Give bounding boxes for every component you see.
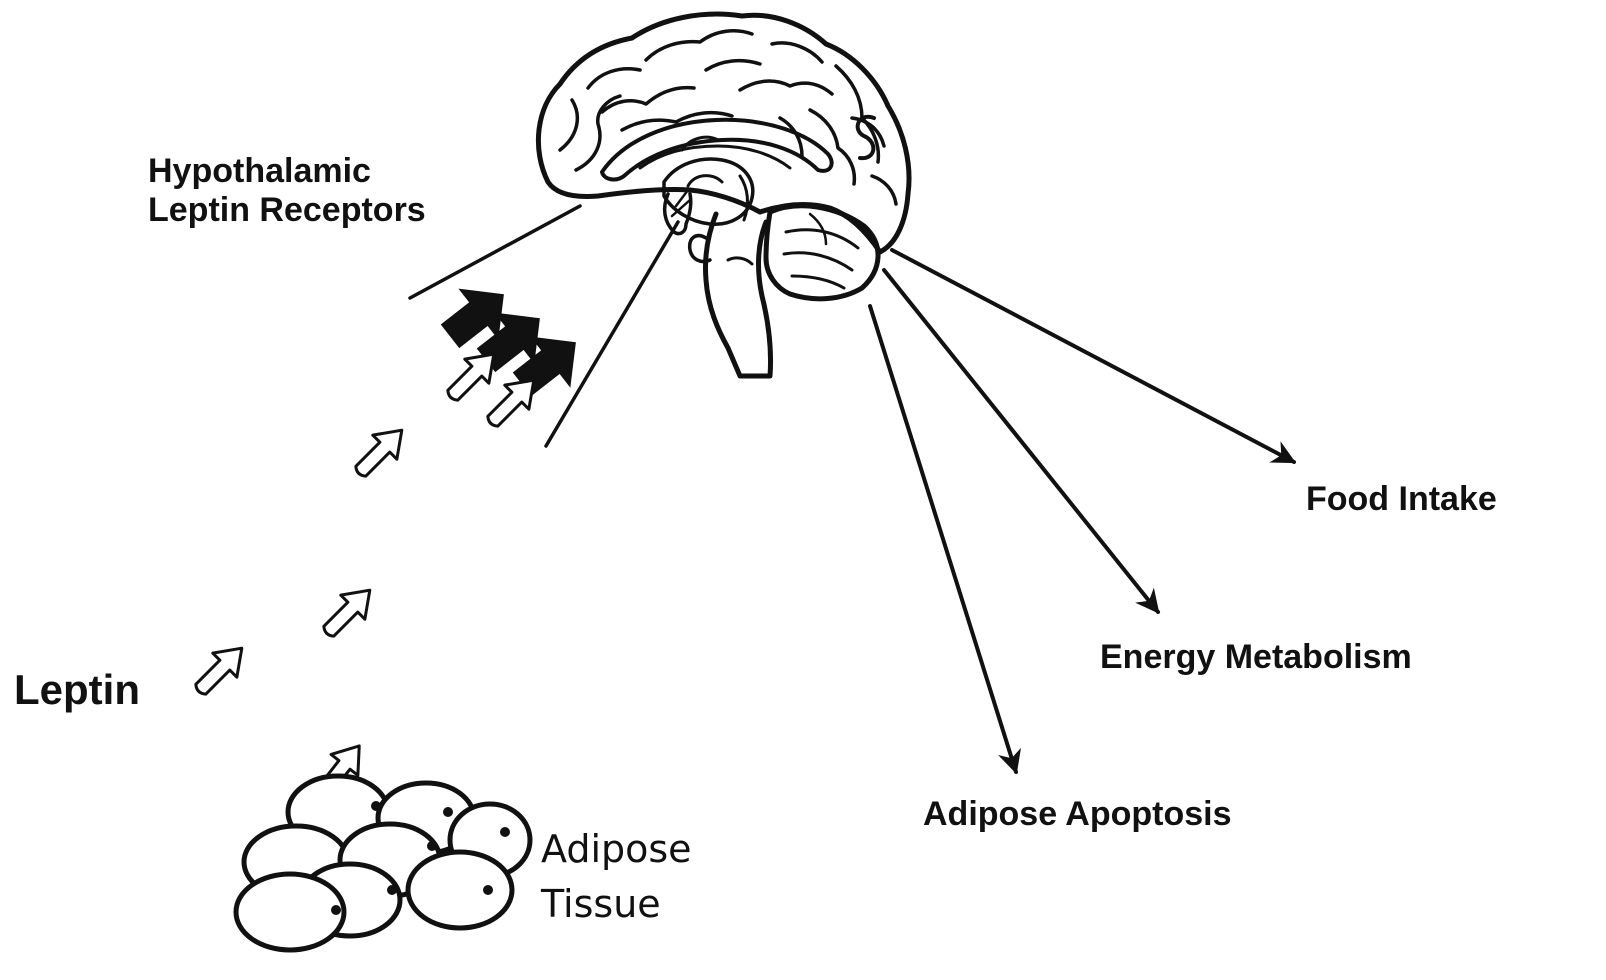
leptin-label: Leptin	[14, 666, 140, 714]
adipose-apoptosis-label: Adipose Apoptosis	[923, 795, 1232, 834]
adipose-tissue-label: Adipose Tissue	[541, 822, 692, 932]
hypothalamic-receptors-label-line2: Leptin Receptors	[148, 191, 426, 230]
adipose-tissue-label-line2: Tissue	[541, 877, 692, 932]
adipose-tissue-label-line1: Adipose	[541, 822, 692, 877]
food-intake-label: Food Intake	[1306, 480, 1497, 519]
arrow-adipose-apoptosis	[870, 306, 1016, 772]
hypothalamic-receptors-label: Hypothalamic Leptin Receptors	[148, 152, 426, 230]
hypothalamic-receptors-label-line1: Hypothalamic	[148, 152, 426, 191]
hollow-arrow-icon	[187, 342, 546, 804]
adipocyte-cluster-icon	[236, 776, 530, 950]
brain-sagittal-icon	[538, 14, 909, 376]
effect-arrows	[870, 250, 1294, 772]
arrow-energy-metabolism	[884, 270, 1158, 612]
energy-metabolism-label: Energy Metabolism	[1100, 638, 1412, 677]
